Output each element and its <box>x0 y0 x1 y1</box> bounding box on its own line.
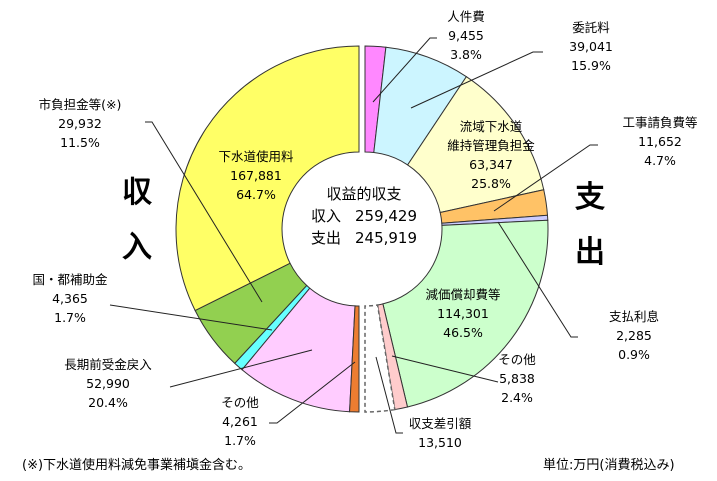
slice-value: 15.9% <box>571 58 611 73</box>
label-income-other: その他 4,261 1.7% <box>221 393 259 450</box>
center-income-row: 収入 259,429 <box>298 205 430 227</box>
slice-name: 市負担金等(※) <box>38 97 122 112</box>
label-construction: 工事請負費等 11,652 4.7% <box>622 113 697 170</box>
center-expense-label: 支出 <box>310 229 341 247</box>
leader-line <box>372 37 437 103</box>
center-title: 収益的収支 <box>326 185 402 203</box>
difference-slice <box>364 304 396 413</box>
slice-value: 1.7% <box>54 310 86 325</box>
slice-value: 2,285 <box>616 328 652 343</box>
slice-value: 39,041 <box>569 39 613 54</box>
slice-value: 4,261 <box>222 414 258 429</box>
slice-value: 11,652 <box>638 134 682 149</box>
slice-name: 工事請負費等 <box>622 115 698 130</box>
unit-note: 単位:万円(消費税込み) <box>543 458 675 473</box>
label-sewer-usage-fee: 下水道使用料 167,881 64.7% <box>218 147 293 204</box>
slice-value: 46.5% <box>443 325 483 340</box>
leader-line <box>391 355 499 383</box>
slice-name: 委託料 <box>572 20 610 35</box>
leader-line <box>497 221 578 338</box>
slice-value: 29,932 <box>58 116 102 131</box>
expense-slice <box>382 219 549 408</box>
income-slice <box>175 45 360 312</box>
slice-name: 長期前受金戻入 <box>64 357 152 372</box>
income-side-label-2: 入 <box>122 230 152 265</box>
expense-side-label-2: 出 <box>575 235 605 270</box>
slice-value: 64.7% <box>236 187 276 202</box>
slice-value: 114,301 <box>437 306 489 321</box>
leader-line <box>269 361 356 424</box>
label-balance-difference: 収支差引額 13,510 <box>409 414 472 452</box>
label-interest: 支払利息 2,285 0.9% <box>609 307 659 364</box>
center-expense-value: 245,919 <box>354 229 418 247</box>
slice-value: 5,838 <box>499 371 535 386</box>
slice-value: 3.8% <box>450 47 482 62</box>
slice-name: 人件費 <box>447 9 485 24</box>
label-subsidy: 国・都補助金 4,365 1.7% <box>32 270 107 327</box>
label-depreciation: 減価償却費等 114,301 46.5% <box>425 285 500 342</box>
slice-value: 63,347 <box>469 157 513 172</box>
slice-value: 4.7% <box>644 153 676 168</box>
slice-value: 4,365 <box>52 291 88 306</box>
center-income-label: 収入 <box>310 207 341 225</box>
slice-value: 2.4% <box>501 390 533 405</box>
slice-name: その他 <box>498 352 536 367</box>
slice-value: 25.8% <box>471 176 511 191</box>
slice-value: 9,455 <box>448 28 484 43</box>
label-expense-other: その他 5,838 2.4% <box>498 350 536 407</box>
label-personnel: 人件費 9,455 3.8% <box>447 7 485 64</box>
slice-name: 収支差引額 <box>408 416 472 431</box>
slice-value: 維持管理負担金 <box>447 138 535 153</box>
leader-line <box>493 144 598 212</box>
slice-value: 52,990 <box>86 376 130 391</box>
slice-name: その他 <box>221 395 259 410</box>
income-side-label-1: 収 <box>122 175 152 210</box>
center-income-value: 259,429 <box>354 207 418 225</box>
slice-value: 11.5% <box>60 135 100 150</box>
slice-value: 1.7% <box>224 433 256 448</box>
leader-line <box>145 121 263 303</box>
slice-name: 支払利息 <box>608 309 660 324</box>
center-expense-row: 支出 245,919 <box>298 227 430 249</box>
label-long-term-deferred: 長期前受金戻入 52,990 20.4% <box>64 355 152 412</box>
slice-name: 国・都補助金 <box>32 272 108 287</box>
label-basin-sewer: 流域下水道維持管理負担金 63,347 25.8% <box>447 117 535 193</box>
slice-value: 13,510 <box>418 435 462 450</box>
leader-line <box>109 304 273 331</box>
leader-line <box>169 349 313 388</box>
leader-line <box>375 356 403 434</box>
slice-name: 減価償却費等 <box>425 287 501 302</box>
slice-name: 流域下水道 <box>459 119 523 134</box>
footnote: (※)下水道使用料減免事業補塡金含む。 <box>22 458 252 473</box>
slice-value: 167,881 <box>230 168 282 183</box>
slice-value: 0.9% <box>618 347 650 362</box>
slice-value: 20.4% <box>88 395 128 410</box>
slice-name: 下水道使用料 <box>218 149 294 164</box>
expense-side-label-1: 支 <box>575 180 605 215</box>
leader-lines <box>109 37 598 434</box>
income-slice <box>349 305 360 413</box>
donut-center-summary: 収益的収支 収入 259,429 支出 245,919 <box>298 183 430 249</box>
label-city-burden: 市負担金等(※) 29,932 11.5% <box>39 95 122 152</box>
label-consignment: 委託料 39,041 15.9% <box>569 18 613 75</box>
leader-line <box>410 51 543 109</box>
